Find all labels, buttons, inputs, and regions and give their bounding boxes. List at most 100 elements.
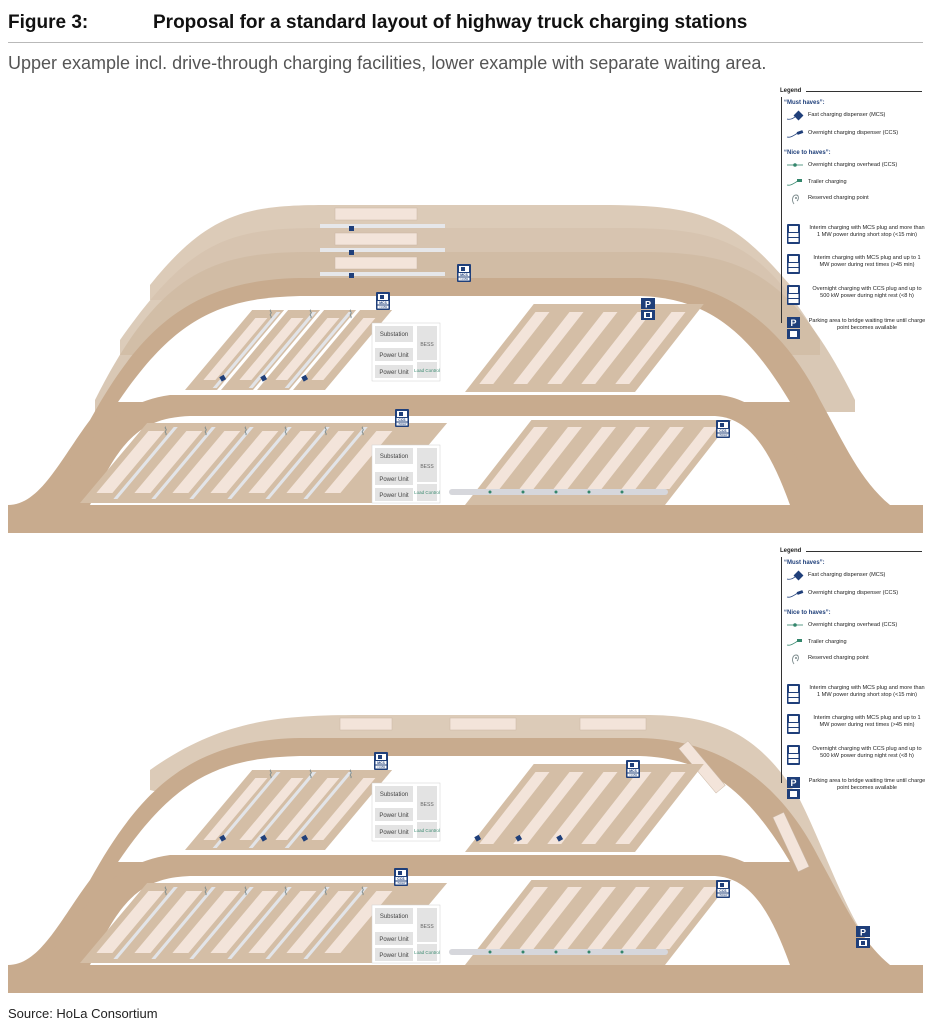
arc-parking-upper: [320, 207, 445, 278]
label-power-unit: Power Unit: [379, 953, 409, 959]
waiting-area-strips: [339, 717, 810, 873]
svg-text:⌇: ⌇: [283, 886, 288, 898]
svg-text:<500kW: <500kW: [719, 434, 729, 437]
svg-text:<1 MW: <1 MW: [629, 773, 638, 777]
source-note: Source: HoLa Consortium: [8, 1006, 158, 1021]
label-power-unit: Power Unit: [379, 813, 409, 819]
bays-lower-upper-right: [465, 764, 704, 852]
svg-text:⌇: ⌇: [243, 886, 248, 898]
infra-lower-2: Substation Power Unit Power Unit BESS Lo…: [371, 904, 441, 964]
svg-text:⌇: ⌇: [323, 886, 328, 898]
mcs-lt1mw-sign-icon: [787, 714, 800, 734]
ccs-sign-icon: [787, 745, 800, 765]
infra-lower-1: Substation Power Unit Power Unit BESS Lo…: [371, 782, 441, 842]
trailer-charging-icon: [786, 639, 802, 646]
label-power-unit: Power Unit: [379, 493, 409, 499]
svg-text:⌇: ⌇: [268, 769, 273, 781]
bays-lower-middle-right: [449, 880, 732, 965]
label-substation: Substation: [380, 332, 408, 338]
label-load-control: Load Control: [414, 490, 440, 495]
svg-text:P: P: [860, 928, 866, 938]
svg-text:⌇: ⌇: [283, 426, 288, 438]
overhead-charging-icon: [787, 163, 803, 167]
label-power-unit: Power Unit: [379, 830, 409, 836]
label-substation: Substation: [380, 454, 408, 460]
legend-side-rule: [781, 557, 782, 783]
figure-header: Figure 3: Proposal for a standard layout…: [8, 8, 923, 43]
legend-rule: [806, 551, 922, 552]
svg-text:⌇: ⌇: [323, 426, 328, 438]
label-load-control: Load Control: [414, 950, 440, 955]
label-power-unit: Power Unit: [379, 477, 409, 483]
svg-text:<1 MW: <1 MW: [377, 765, 386, 769]
road-bottom: [8, 505, 923, 533]
sign-ccs-lower-2: CCS <500kW: [716, 880, 730, 898]
ccs-sign-icon: [787, 285, 800, 305]
label-bess: BESS: [420, 464, 434, 470]
svg-text:P: P: [790, 318, 796, 328]
label-substation: Substation: [380, 792, 408, 798]
legend-must-haves: “Must haves”:: [784, 100, 825, 106]
reserved-charging-point-icon: [792, 194, 799, 205]
sign-parking-upper: P: [641, 298, 655, 320]
sign-mcs-lt1mw-lower-2: MCS <1 MW: [626, 760, 640, 778]
svg-text:P: P: [645, 300, 651, 310]
figure-title: Proposal for a standard layout of highwa…: [153, 12, 748, 33]
svg-text:⌇: ⌇: [308, 309, 313, 321]
legend-upper: Legend “Must haves”: Fast charging dispe…: [780, 88, 926, 350]
svg-text:⌇: ⌇: [203, 886, 208, 898]
legend-nice-to-haves: “Nice to haves”:: [784, 610, 831, 616]
bays-middle-right: [449, 420, 732, 505]
sign-ccs-lower-1: CCS <500kW: [394, 868, 408, 886]
ccs-dispenser-icon: [786, 590, 804, 598]
bays-middle-left: ⌇ ⌇ ⌇ ⌇ ⌇ ⌇: [80, 423, 448, 503]
legend-title: Legend: [780, 88, 802, 94]
mcs-gt1mw-sign-icon: [787, 684, 800, 704]
svg-text:MCS: MCS: [629, 769, 637, 773]
label-bess: BESS: [420, 342, 434, 348]
svg-text:MCS: MCS: [379, 301, 387, 305]
svg-text:CCS: CCS: [397, 877, 405, 881]
svg-text:⌇: ⌇: [348, 309, 353, 321]
figure-label: Figure 3:: [8, 12, 89, 33]
svg-text:<500kW: <500kW: [397, 882, 407, 885]
parking-sign-icon: P: [787, 317, 800, 339]
label-power-unit: Power Unit: [379, 370, 409, 376]
svg-text:⌇: ⌇: [348, 769, 353, 781]
sign-mcs-lt1mw-upper: MCS <1 MW: [376, 292, 390, 310]
svg-text:⌇: ⌇: [308, 769, 313, 781]
bays-lower-middle-left: ⌇ ⌇ ⌇ ⌇ ⌇ ⌇: [80, 883, 448, 963]
infra-upper-2: Substation Power Unit Power Unit BESS Lo…: [371, 444, 441, 504]
sign-parking-lower: P: [856, 926, 870, 948]
svg-text:MCS: MCS: [377, 761, 385, 765]
trailer-charging-icon: [786, 179, 802, 186]
legend-must-haves: “Must haves”:: [784, 560, 825, 566]
sign-mcs-gt1mw-upper: MCS >1 MW: [457, 264, 471, 282]
legend-nice-to-haves: “Nice to haves”:: [784, 150, 831, 156]
svg-text:CCS: CCS: [719, 429, 727, 433]
label-bess: BESS: [420, 802, 434, 808]
legend-lower: Legend “Must haves”: Fast charging dispe…: [780, 548, 926, 810]
svg-text:⌇: ⌇: [163, 886, 168, 898]
bays-upper-right: [465, 304, 704, 392]
svg-text:<500kW: <500kW: [398, 423, 408, 426]
svg-text:⌇: ⌇: [268, 309, 273, 321]
figure-subtitle: Upper example incl. drive-through chargi…: [8, 53, 767, 73]
svg-text:P: P: [790, 778, 796, 788]
svg-text:⌇: ⌇: [360, 886, 365, 898]
legend-side-rule: [781, 97, 782, 323]
svg-text:CCS: CCS: [719, 889, 727, 893]
label-substation: Substation: [380, 914, 408, 920]
legend-title: Legend: [780, 548, 802, 554]
mcs-lt1mw-sign-icon: [787, 254, 800, 274]
ccs-dispenser-icon: [786, 130, 804, 138]
label-bess: BESS: [420, 924, 434, 930]
parking-sign-icon: P: [787, 777, 800, 799]
svg-text:⌇: ⌇: [360, 426, 365, 438]
svg-text:⌇: ⌇: [163, 426, 168, 438]
bays-lower-upper-left: ⌇ ⌇ ⌇: [185, 769, 393, 850]
svg-text:<1 MW: <1 MW: [379, 305, 388, 309]
infra-upper-1: Substation Power Unit Power Unit BESS Lo…: [371, 322, 441, 382]
mcs-dispenser-icon: [786, 110, 804, 121]
